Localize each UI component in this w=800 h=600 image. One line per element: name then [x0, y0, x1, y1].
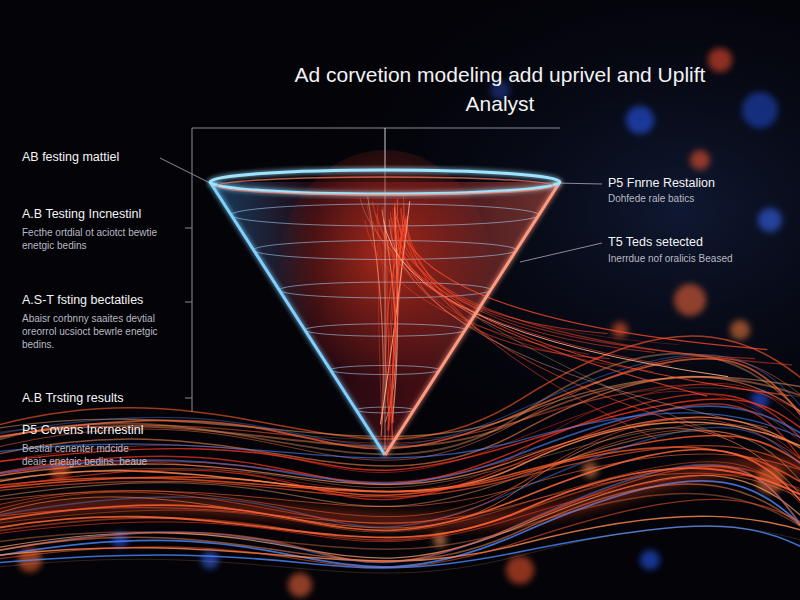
callout-text: Abaisr corbnny saaites devtial oreorrol … [22, 312, 162, 351]
bokeh-dot [690, 150, 710, 170]
bokeh-dot [674, 284, 706, 316]
light-fiber [368, 197, 384, 436]
callout-heading: P5 Covens Incrnestinl [22, 423, 182, 438]
glow-band [0, 464, 800, 522]
light-fiber [392, 215, 404, 440]
light-stream [0, 419, 800, 524]
callout-heading: P5 Fnrne Restalion [608, 176, 778, 191]
bokeh-dot [758, 208, 782, 232]
light-fiber [387, 212, 394, 441]
bokeh-dot [288, 573, 312, 597]
bokeh-dot [612, 322, 628, 338]
callout-heading: A.B Testing Incnestinl [22, 207, 182, 222]
light-fiber [360, 199, 726, 438]
light-fiber [383, 207, 389, 430]
callout-text: Fecthe ortdial ot aciotct bewtie enetgic… [22, 226, 172, 252]
bokeh-dot [730, 320, 750, 340]
bokeh-dot [708, 48, 732, 72]
callout-heading: T5 Teds setected [608, 235, 778, 250]
bokeh-dot [201, 551, 219, 569]
callout-heading: AB festing mattiel [22, 150, 162, 165]
light-fiber [403, 196, 656, 439]
callout-text: Inerrdue nof oralicis Beased [608, 252, 738, 265]
light-fiber [395, 204, 768, 350]
callout-heading: A.B Trsting results [22, 391, 182, 406]
bokeh-dot [640, 550, 660, 570]
light-fiber [397, 199, 789, 396]
bokeh-dot [506, 556, 534, 584]
light-fiber [407, 221, 608, 334]
light-fiber [404, 203, 655, 352]
light-stream [0, 526, 800, 568]
bokeh-dot [626, 106, 654, 134]
light-fiber [391, 217, 792, 365]
light-fiber [392, 208, 678, 345]
callout-text: Dohfede rale batics [608, 192, 768, 205]
light-stream [0, 427, 800, 527]
light-fiber [381, 209, 401, 426]
bokeh-dot [742, 92, 778, 128]
leader-lines [160, 128, 602, 412]
funnel [210, 150, 792, 455]
callout-heading: A.S-T fsting bectatiles [22, 293, 182, 308]
light-stream [0, 527, 800, 574]
light-fiber [389, 219, 768, 427]
diagram-title: Ad corvetion modeling add uprivel and Up… [290, 60, 710, 119]
callout-text: Bestial cenenter mdcide deaie enetgic be… [22, 442, 152, 468]
light-stream [0, 465, 800, 569]
light-fiber [373, 202, 756, 359]
